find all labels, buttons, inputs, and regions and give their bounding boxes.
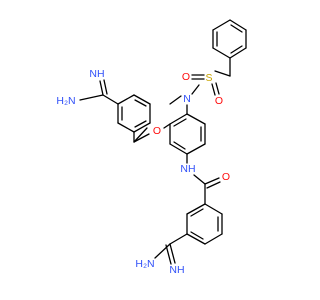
bond <box>169 143 188 155</box>
bond-inner <box>230 24 243 33</box>
bond <box>214 70 231 77</box>
bond <box>165 244 172 265</box>
bond <box>204 203 223 215</box>
bond <box>229 19 247 31</box>
bond-inner <box>134 120 147 128</box>
bond <box>186 233 206 245</box>
sulfonyl-oxygen-left-label: O <box>182 71 190 83</box>
bond <box>211 83 216 96</box>
bond <box>212 47 231 59</box>
bond <box>102 94 119 105</box>
bond-inner <box>230 45 243 54</box>
ring-benzyl <box>212 19 247 59</box>
bond <box>99 80 104 96</box>
amide-nh-label: NH <box>180 163 195 175</box>
sulfonyl-sulfur-label: S <box>205 72 212 84</box>
bond <box>191 84 200 95</box>
bond-inner <box>134 99 147 107</box>
bond <box>215 82 220 95</box>
ring-central <box>169 113 206 155</box>
bond <box>154 243 171 259</box>
bond-inner <box>173 118 187 127</box>
bond <box>229 47 247 59</box>
sulfonyl-oxygen-right-label: O <box>215 95 223 107</box>
ring-benzamidine-lower <box>186 203 223 245</box>
structure-svg: NH H₂N O N S O O NH O NH H₂N <box>56 19 247 276</box>
bond <box>163 123 171 129</box>
bond <box>103 79 108 95</box>
amidine-amine-label-top: H₂N <box>56 95 75 107</box>
bond <box>212 19 231 31</box>
amidine-imine-label-bottom: NH <box>169 264 184 276</box>
ring-benzamidine-upper <box>117 94 151 133</box>
bond-inner <box>190 208 204 217</box>
bond <box>79 94 104 101</box>
bond <box>169 113 188 125</box>
bond <box>186 113 206 125</box>
bond <box>186 143 206 155</box>
bond <box>204 233 223 245</box>
bond <box>117 94 135 105</box>
bond-inner <box>173 141 186 150</box>
bond <box>117 122 135 133</box>
bond <box>133 94 151 105</box>
bond <box>204 177 220 185</box>
bond <box>186 203 206 215</box>
bond <box>169 233 188 245</box>
amidine-amine-label-bottom: H₂N <box>135 258 154 270</box>
sulfonamide-nitrogen-label: N <box>183 93 191 105</box>
bond <box>133 133 150 143</box>
bond <box>133 127 148 143</box>
molecule-figure: NH H₂N O N S O O NH O NH H₂N <box>56 19 247 276</box>
bond <box>169 95 182 105</box>
bond <box>133 122 151 133</box>
amidine-imine-label-top: NH <box>89 68 104 80</box>
ether-oxygen-label: O <box>153 125 161 137</box>
bond <box>206 181 221 189</box>
bond <box>193 174 206 185</box>
bond <box>169 243 176 264</box>
bond-inner <box>190 231 204 240</box>
amide-oxygen-label: O <box>222 171 230 183</box>
